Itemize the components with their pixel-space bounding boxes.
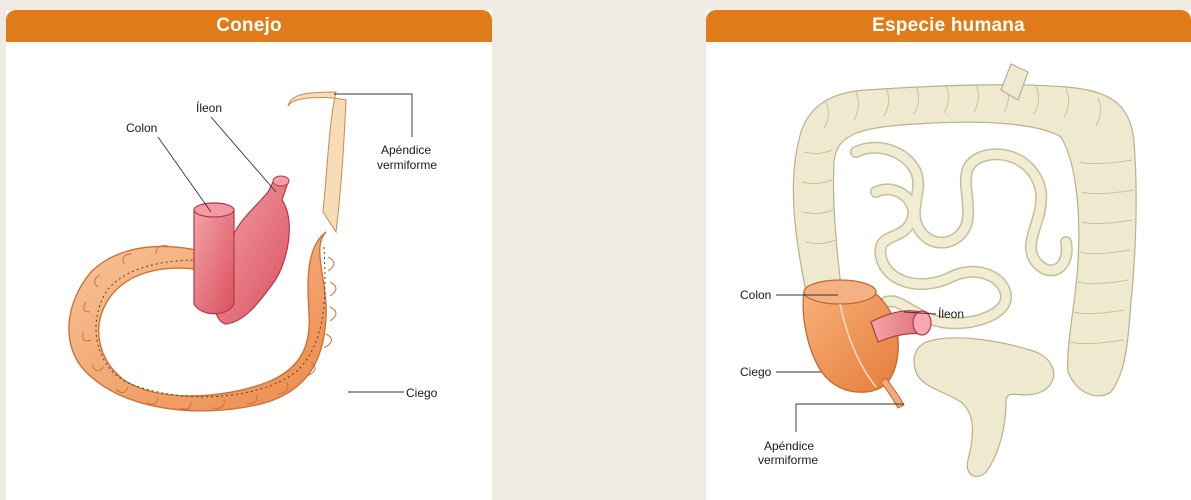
human-label-apendice-2: vermiforme [758,453,818,467]
human-colon [804,280,876,304]
rabbit-label-apendice-2: vermiforme [377,158,437,172]
rabbit-diagram: Colon Íleon Apéndice vermiforme Ciego [6,42,492,500]
panel-rabbit: Conejo [6,10,492,500]
human-sigmoid [914,338,1054,477]
human-label-ciego: Ciego [740,365,772,379]
rabbit-label-ciego: Ciego [406,386,438,400]
rabbit-colon [194,210,234,314]
rabbit-label-colon: Colon [126,121,157,135]
rabbit-label-ileon: Íleon [196,100,222,115]
human-label-apendice-1: Apéndice [764,439,814,453]
panel-title-rabbit: Conejo [6,10,492,42]
rabbit-label-apendice-1: Apéndice [381,143,431,157]
panel-human: Especie humana [706,10,1191,500]
human-appendix [881,378,904,408]
human-diagram: Colon Íleon Ciego Apéndice vermiforme [706,42,1191,500]
human-label-ileon: Íleon [938,306,964,321]
human-label-colon: Colon [740,288,771,302]
rabbit-appendix [288,92,346,232]
panel-title-human: Especie humana [706,10,1191,42]
